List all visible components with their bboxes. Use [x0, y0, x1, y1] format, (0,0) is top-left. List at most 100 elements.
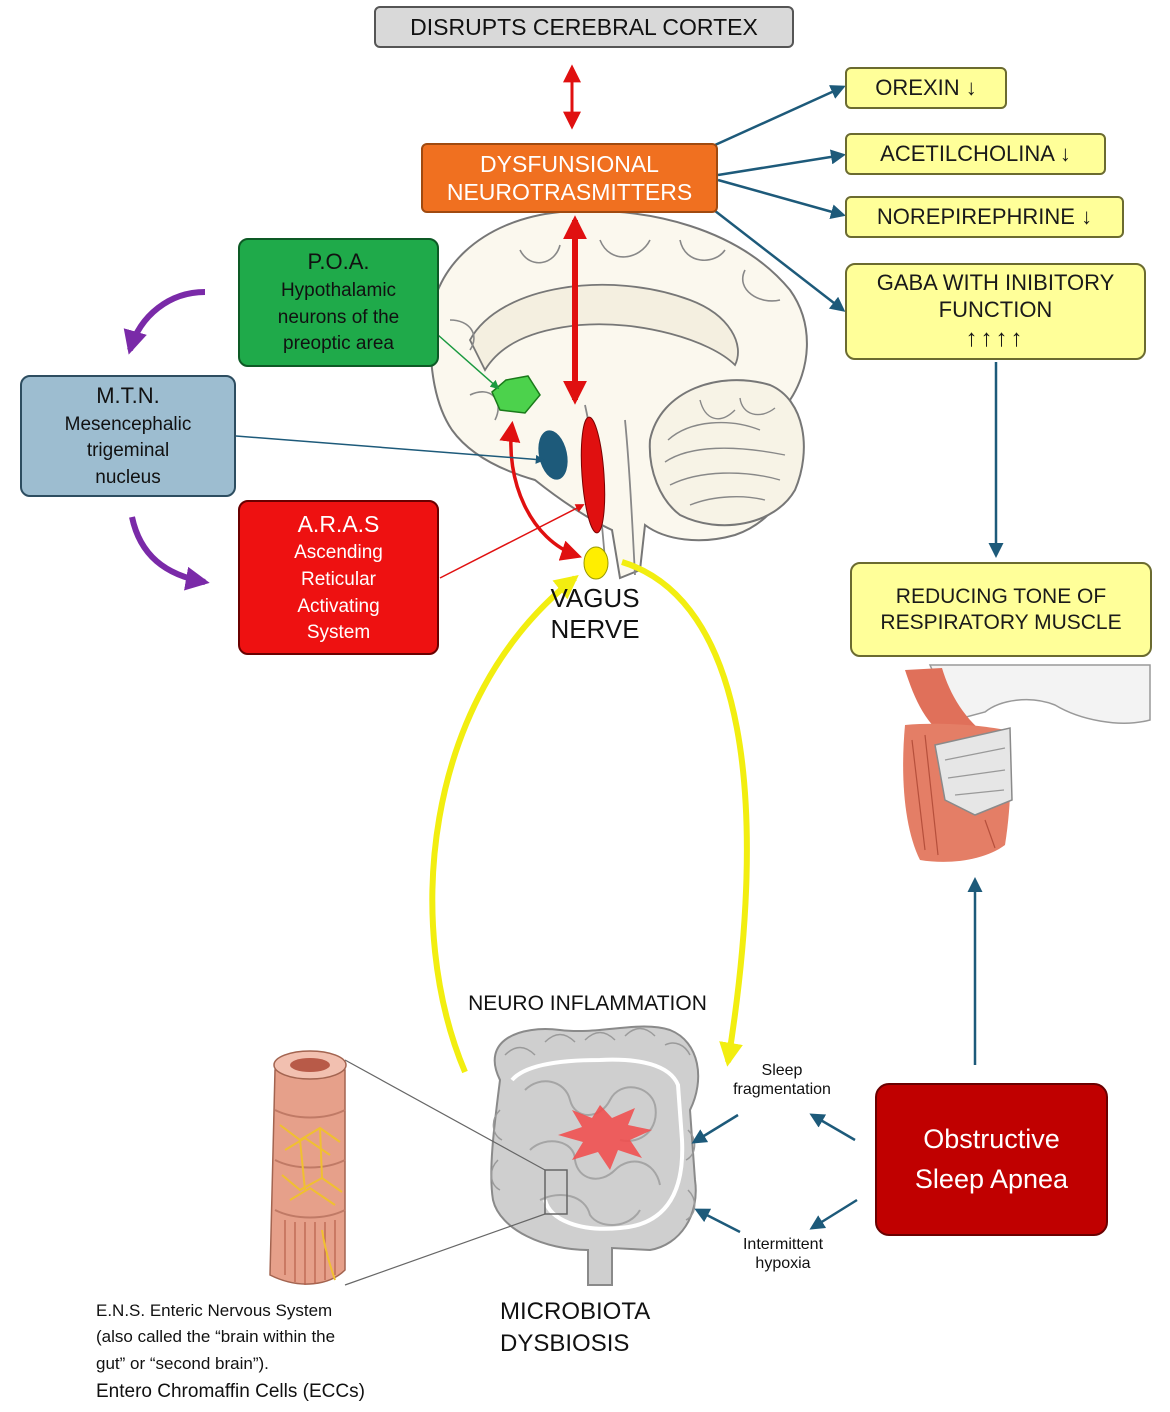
poa-line-2: neurons of the	[277, 306, 400, 328]
microbiota-line-1: MICROBIOTA	[500, 1298, 651, 1325]
small-intestine-loops	[524, 1080, 661, 1227]
arrow-to-norepirephrine	[717, 178, 846, 219]
gaba-line-1: GABA WITH INIBITORY	[876, 270, 1115, 296]
inflammation-star	[558, 1105, 652, 1170]
zoom-box	[544, 1169, 568, 1215]
aras-line-1: Ascending	[294, 542, 383, 564]
zoom-line-top	[344, 1059, 546, 1171]
poa-title: P.O.A.	[307, 249, 370, 275]
poa-nucleus-shape	[491, 375, 541, 414]
norepirephrine-box: NOREPIREPHRINE ↓	[845, 196, 1124, 238]
reducing-tone-box: REDUCING TONE OF RESPIRATORY MUSCLE	[850, 562, 1152, 657]
mtn-connector	[235, 435, 545, 464]
sleep-line-1: Sleep	[761, 1062, 803, 1079]
aras-title: A.R.A.S	[297, 511, 380, 538]
poa-box: P.O.A. Hypothalamic neurons of the preop…	[238, 238, 439, 367]
ens-tube-lumen	[290, 1058, 330, 1072]
gaba-box: GABA WITH INIBITORY FUNCTION ↑↑↑↑	[845, 263, 1146, 360]
poa-line-1: Hypothalamic	[280, 280, 397, 301]
mtn-line-2: trigeminal	[86, 440, 170, 462]
yellow-arrow-down	[621, 559, 750, 1067]
orexin-box: OREXIN ↓	[845, 67, 1007, 109]
mtn-box: M.T.N. Mesencephalic trigeminal nucleus	[20, 375, 236, 497]
ens-line-1: E.N.S. Enteric Nervous System	[96, 1301, 333, 1320]
ens-tube-body	[269, 1069, 346, 1285]
reducing-line-1: REDUCING TONE OF	[895, 584, 1107, 608]
ens-muscle-fibers	[284, 1220, 336, 1285]
aras-line-3: Activating	[297, 595, 380, 617]
hypoxia-line-1: Intermittent	[742, 1236, 824, 1253]
aras-line-4: System	[306, 622, 371, 644]
gaba-arrows: ↑↑↑↑	[965, 324, 1026, 352]
arrow-osa-to-sleep	[809, 1113, 856, 1142]
acetilcholina-label: ACETILCHOLINA ↓	[880, 140, 1071, 166]
neuro-inflammation-label: NEURO INFLAMMATION	[468, 992, 707, 1015]
thyroid-cartilage	[934, 727, 1013, 816]
orexin-label: OREXIN ↓	[875, 74, 977, 100]
poa-line-3: preoptic area	[283, 333, 394, 355]
osa-line-1: Obstructive	[923, 1124, 1060, 1155]
purple-arrow-mtn-aras	[129, 516, 210, 591]
arrow-sleep-to-gut	[691, 1113, 739, 1144]
aras-line-2: Reticular	[301, 569, 376, 590]
cerebellum	[648, 379, 805, 527]
aras-box: A.R.A.S Ascending Reticular Activating S…	[238, 500, 439, 655]
norepirephrine-label: NOREPIREPHRINE ↓	[876, 203, 1093, 229]
ens-line-4: Entero Chromaffin Cells (ECCs)	[96, 1381, 365, 1403]
respiratory-muscle-illustration	[903, 664, 1151, 862]
ens-caption: E.N.S. Enteric Nervous System (also call…	[96, 1298, 446, 1406]
mtn-line-1: Mesencephalic	[64, 413, 192, 435]
ens-nerve-network	[279, 1124, 343, 1206]
acetilcholina-box: ACETILCHOLINA ↓	[845, 133, 1106, 175]
hypoxia-line-2: hypoxia	[755, 1255, 811, 1273]
muscle-fibers	[911, 734, 996, 856]
arrow-to-orexin	[714, 85, 846, 147]
intestine-illustration	[490, 1025, 700, 1286]
reducing-line-2: RESPIRATORY MUSCLE	[880, 610, 1122, 634]
purple-arrow-poa-mtn	[123, 289, 206, 355]
intermittent-hypoxia-label: Intermittent hypoxia	[718, 1235, 848, 1273]
arrow-osa-to-hypoxia	[809, 1198, 858, 1230]
ens-nerve-fiber	[321, 1229, 336, 1281]
colon-haustra	[490, 1027, 696, 1221]
aras-connector	[439, 504, 585, 579]
gaba-line-2: FUNCTION	[938, 296, 1053, 322]
sleep-line-2: fragmentation	[733, 1081, 831, 1099]
cerebellum-folia	[664, 397, 786, 506]
cartilage-ridges	[944, 747, 1006, 796]
jaw-shape	[928, 664, 1151, 724]
arrow-to-gaba	[709, 206, 846, 312]
arrow-to-acetilcholina	[717, 149, 846, 177]
neuro-line-1: DYSFUNSIONAL	[480, 150, 659, 177]
vagus-nucleus-shape	[583, 546, 609, 580]
ens-tube-illustration	[269, 1050, 347, 1285]
poa-connector	[437, 334, 500, 390]
osa-line-2: Sleep Apnea	[914, 1163, 1069, 1194]
arrow-hypoxia-to-gut	[694, 1208, 741, 1234]
brain-illustration	[428, 209, 808, 580]
intestine-white-line	[510, 1057, 685, 1231]
poa-vagus-arrow	[499, 420, 582, 561]
vagus-nerve-label: VAGUS NERVE	[520, 583, 670, 645]
brain-gyri	[449, 239, 781, 421]
microbiota-dysbiosis-label: MICROBIOTA DYSBIOSIS	[500, 1296, 700, 1359]
colon-shape	[490, 1025, 700, 1286]
ens-tube-layers	[274, 1109, 346, 1219]
vagus-line-2: NERVE	[550, 614, 640, 645]
microbiota-line-2: DYSBIOSIS	[500, 1329, 630, 1357]
neuro-line-2: NEUROTRASMITTERS	[446, 179, 693, 205]
mtn-title: M.T.N.	[96, 382, 160, 408]
mtn-line-3: nucleus	[95, 466, 161, 488]
ens-line-2: (also called the “brain within the	[96, 1327, 336, 1347]
zoom-line-bottom	[344, 1213, 546, 1286]
aras-nucleus-shape	[580, 416, 606, 534]
vagus-line-1: VAGUS	[550, 583, 640, 613]
disrupts-cortex-box: DISRUPTS CEREBRAL CORTEX	[374, 6, 794, 48]
yellow-arrow-up	[429, 575, 579, 1074]
sleep-fragmentation-label: Sleep fragmentation	[712, 1061, 852, 1099]
ens-line-3: gut” or “second brain”).	[96, 1353, 269, 1373]
dysfunctional-neurotransmitters-box: DYSFUNSIONAL NEUROTRASMITTERS	[421, 143, 718, 213]
obstructive-sleep-apnea-box: Obstructive Sleep Apnea	[875, 1083, 1108, 1236]
disrupts-cortex-label: DISRUPTS CEREBRAL CORTEX	[410, 13, 758, 40]
